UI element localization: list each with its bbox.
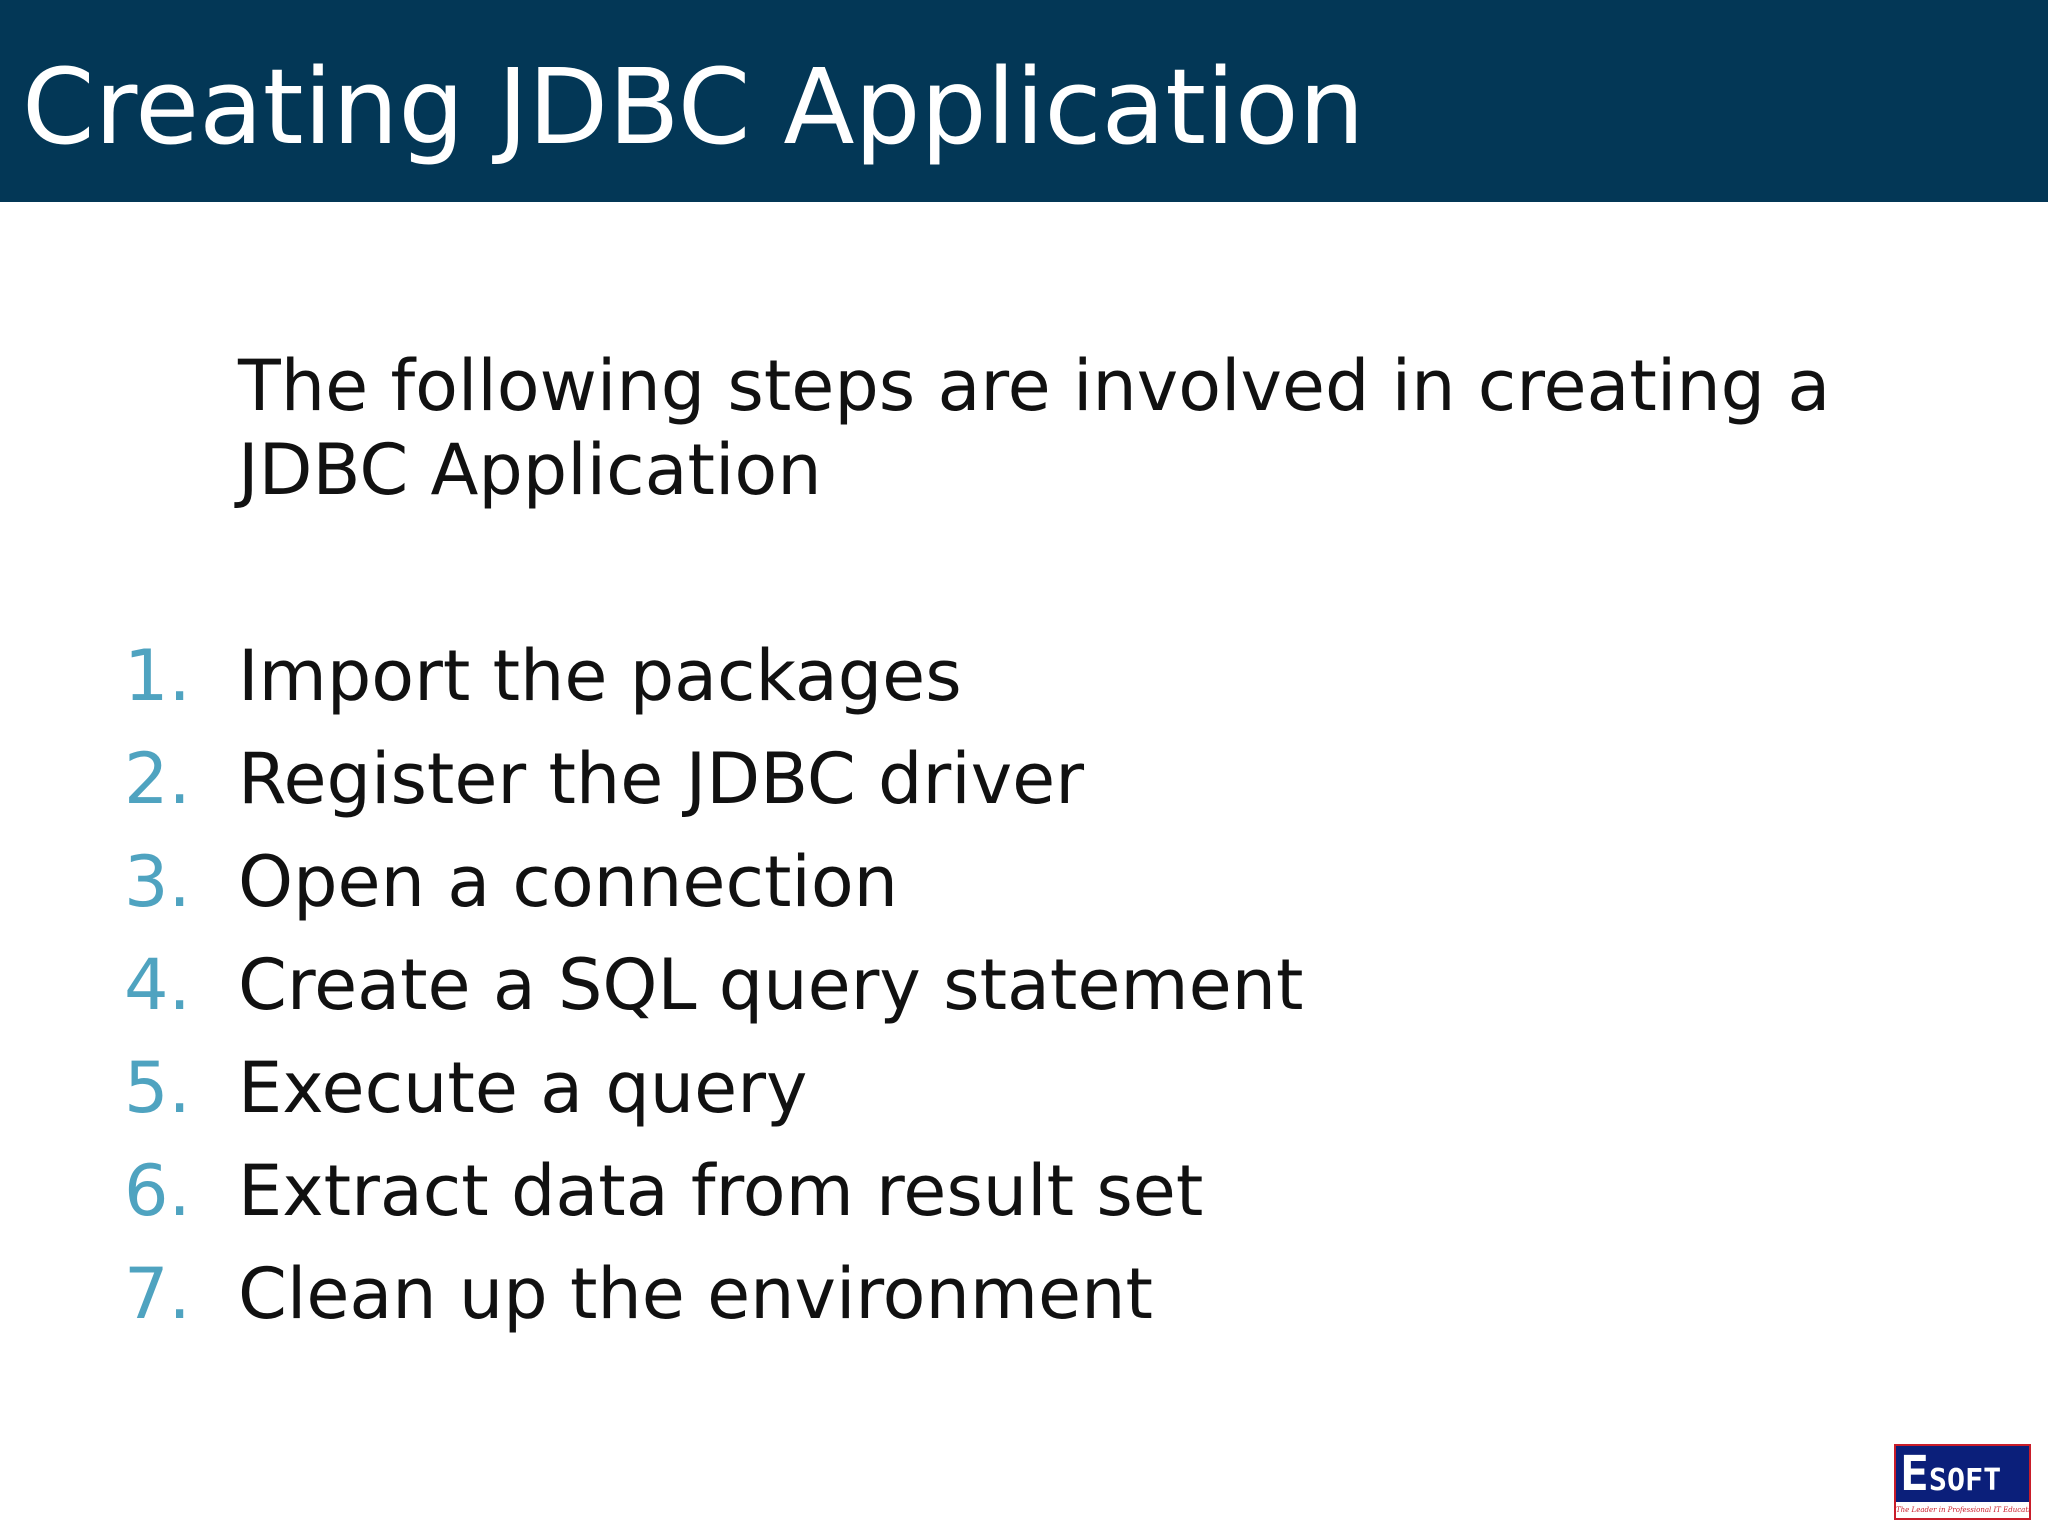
step-label: Import the packages [238, 635, 962, 717]
logo-rest: SOFT [1928, 1463, 2002, 1498]
step-number: 4. [124, 944, 191, 1026]
step-label: Clean up the environment [238, 1253, 1153, 1335]
step-label: Execute a query [238, 1047, 808, 1129]
step-number: 5. [124, 1047, 191, 1129]
step-label: Extract data from result set [238, 1150, 1204, 1232]
logo-initial: E [1900, 1446, 1929, 1502]
esoft-logo: ESOFT The Leader in Professional IT Educ… [1894, 1444, 2031, 1520]
step-number: 1. [124, 635, 191, 717]
step-number: 3. [124, 841, 191, 923]
logo-tagline: The Leader in Professional IT Education [1896, 1502, 2029, 1518]
step-label: Register the JDBC driver [238, 738, 1084, 820]
step-number: 7. [124, 1253, 191, 1335]
logo-wordmark: ESOFT [1900, 1446, 2001, 1502]
step-label: Open a connection [238, 841, 899, 923]
step-number: 6. [124, 1150, 191, 1232]
step-number: 2. [124, 738, 191, 820]
intro-text: The following steps are involved in crea… [238, 345, 1831, 511]
title-bar: Creating JDBC Application [0, 0, 2048, 202]
step-label: Create a SQL query statement [238, 944, 1304, 1026]
slide-title: Creating JDBC Application [22, 46, 1365, 168]
